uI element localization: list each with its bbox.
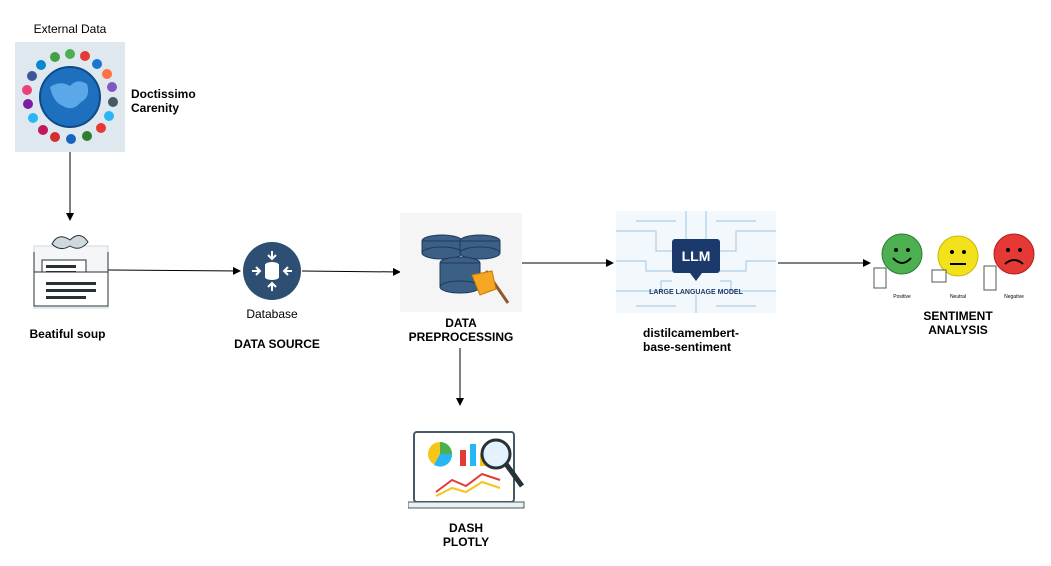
database-broom-icon [421, 234, 510, 304]
arrow-scraper-to-database [107, 266, 241, 275]
globe-icon [22, 49, 118, 144]
web-scraper-icon [33, 235, 109, 309]
arrow-database-to-preprocessing [301, 267, 401, 276]
database-icon [243, 242, 301, 300]
preprocessing-node [400, 213, 522, 312]
llm-badge: LLM [681, 248, 711, 264]
scraper-label: Beatiful soup [29, 327, 106, 341]
database-caption: Database [246, 307, 298, 321]
analytics-dashboard-icon [407, 431, 525, 509]
sentiment-node: Positive Neutral Negative [872, 230, 1036, 300]
face-negative-label: Negative [1004, 294, 1024, 300]
preprocessing-title: DATA PREPROCESSING [408, 316, 514, 344]
face-neutral-label: Neutral [949, 294, 967, 300]
external-data-title: External Data [33, 22, 107, 36]
external-sources-label: Doctissimo Carenity [131, 87, 196, 115]
database-node [242, 241, 302, 301]
dashboard-title: DASH PLOTLY [442, 521, 490, 549]
data-source-title: DATA SOURCE [234, 337, 320, 351]
dashboard-node [407, 430, 528, 512]
sentiment-title: SENTIMENT ANALYSIS [923, 309, 993, 337]
llm-node: LLM LARGE LANGUAGE MODEL [616, 211, 776, 313]
face-positive-label: Positive [893, 294, 911, 300]
llm-model-label: distilcamembert- base-sentiment [643, 326, 740, 354]
llm-subtitle: LARGE LANGUAGE MODEL [649, 289, 743, 296]
scraper-node [30, 222, 110, 320]
social-globe-image [15, 42, 125, 152]
circuit-board-icon [616, 211, 776, 313]
sentiment-faces-icon [873, 233, 1035, 291]
